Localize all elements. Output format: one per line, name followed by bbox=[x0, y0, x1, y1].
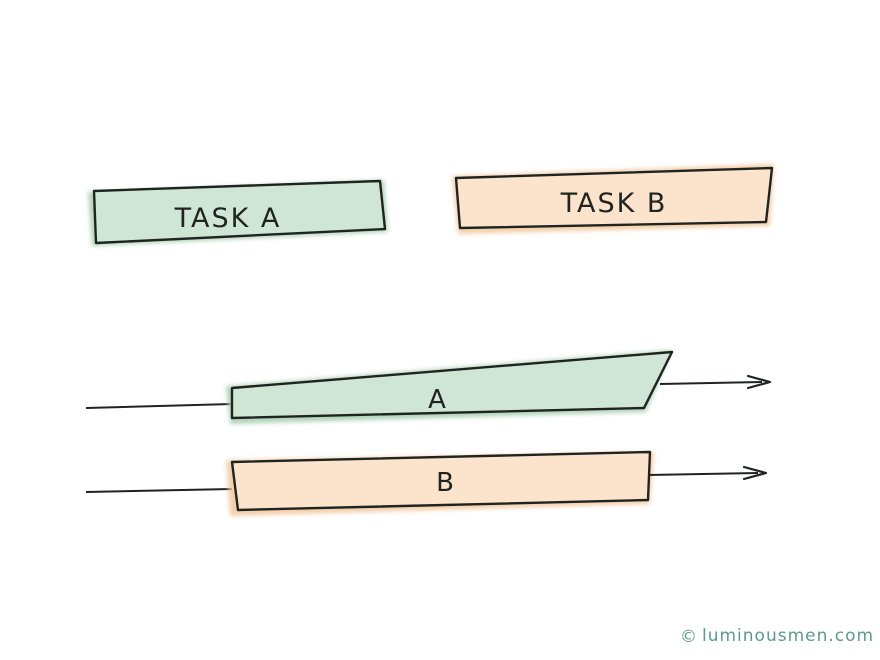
timeline-a: A bbox=[85, 350, 772, 424]
timeline-a-arrowhead bbox=[746, 374, 772, 390]
timeline-b: B bbox=[85, 450, 768, 516]
timeline-b-lead-line bbox=[85, 488, 233, 493]
timeline-b-tail-line bbox=[647, 472, 759, 476]
task-b-card-fill bbox=[454, 166, 774, 230]
timeline-a-tail-line bbox=[659, 381, 763, 385]
task-a-card: TASK A bbox=[88, 179, 388, 246]
watermark: © luminousmen.com bbox=[680, 626, 874, 647]
bar-b-fill bbox=[230, 450, 652, 512]
bar-a-fill bbox=[230, 350, 674, 420]
timeline-a-lead-line bbox=[85, 403, 233, 409]
timeline-b-arrowhead bbox=[742, 465, 768, 481]
task-b-card: TASK B bbox=[452, 164, 774, 234]
task-b-label: TASK B bbox=[560, 188, 668, 219]
copyright-icon: © bbox=[680, 627, 698, 647]
bar-a-label: A bbox=[428, 385, 448, 415]
bar-b-label: B bbox=[436, 468, 456, 498]
task-a-label: TASK A bbox=[174, 203, 282, 234]
task-a-card-fill bbox=[92, 179, 387, 245]
watermark-site: luminousmen.com bbox=[702, 626, 874, 646]
